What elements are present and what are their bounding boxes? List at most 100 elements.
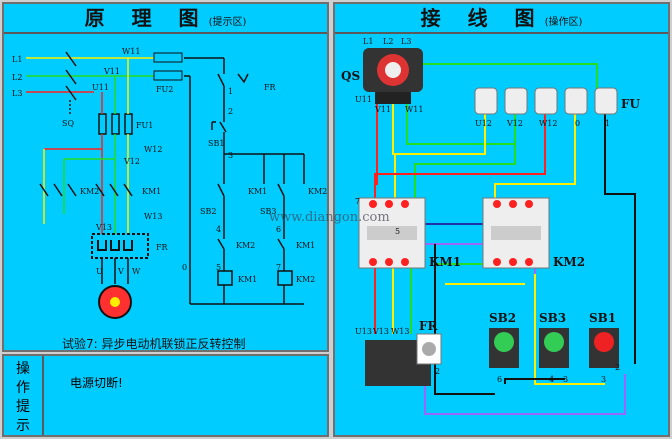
label-V11: V11: [103, 67, 120, 76]
wiring-label-0: 0: [575, 119, 580, 128]
node-7: 7: [276, 263, 281, 272]
thermal-relay-FR-device[interactable]: [365, 333, 442, 386]
control-circuit: [190, 58, 305, 305]
contactor-KM2[interactable]: [482, 197, 550, 269]
info-panel: 操 作 提 示 电源切断!: [2, 354, 329, 437]
wiring-label-KM2: KM2: [553, 255, 585, 269]
wiring-diagram: QS L1 L2 L3 U11 V11 W11 FU U12 V12 W12 0…: [341, 37, 641, 415]
wiring-panel: 接 线 图(操作区): [269, 2, 670, 437]
wiring-label-L2: L2: [383, 37, 393, 46]
label-KM2-interlock: KM2: [236, 241, 255, 250]
wiring-label-1: 1: [605, 119, 610, 128]
label-FU2: FU2: [156, 85, 173, 94]
motor-center-icon: [110, 297, 120, 307]
wiring-label-FU: FU: [621, 97, 641, 111]
wiring-label-V11: V11: [374, 105, 391, 114]
label-V12: V12: [123, 157, 140, 166]
wiring-label-W13: W13: [391, 327, 409, 336]
label-W11: W11: [122, 47, 140, 56]
fuse-FU1: [98, 113, 133, 135]
wiring-title: 接 线 图: [420, 6, 545, 30]
label-L3: L3: [12, 89, 22, 98]
button-SB3[interactable]: [539, 328, 569, 368]
wiring-label-SB1: SB1: [589, 311, 616, 325]
supply-verticals: [43, 58, 129, 234]
wiring-label-6: 6: [497, 375, 502, 384]
wiring-label-4: 4: [549, 375, 554, 384]
schematic-diagram: L1 L2 L3 W11 V11 U11 SQ FU2 FU1: [12, 47, 327, 319]
label-U11: U11: [92, 83, 109, 92]
fuse-block-FU: [474, 87, 618, 115]
schematic-title-note: (提示区): [208, 17, 247, 28]
wiring-label-U12: U12: [475, 119, 492, 128]
wiring-label-KM1: KM1: [429, 255, 461, 269]
schematic-title: 原 理 图: [84, 6, 209, 30]
label-V13: V13: [95, 223, 112, 232]
wiring-label-SB3: SB3: [539, 311, 566, 325]
label-FU1: FU1: [136, 121, 153, 130]
wiring-label-U13: U13: [355, 327, 372, 336]
label-V: V: [117, 267, 124, 276]
button-SB2[interactable]: [489, 328, 519, 368]
label-W13: W13: [144, 212, 162, 221]
wiring-label-SB2: SB2: [489, 311, 516, 325]
label-W: W: [132, 267, 141, 276]
wiring-label-L1: L1: [363, 37, 373, 46]
wiring-label-3: 3: [563, 375, 568, 384]
schematic-title-bar: 原 理 图(提示区): [4, 4, 327, 34]
thermal-relay-FR: [91, 233, 149, 259]
label-SB3: SB3: [260, 207, 276, 216]
label-U: U: [96, 267, 103, 276]
fuse-FU2-top: [153, 52, 183, 63]
wiring-label-U11: U11: [355, 95, 372, 104]
label-SB2: SB2: [200, 207, 216, 216]
wiring-label-L3: L3: [401, 37, 411, 46]
label-SQ: SQ: [62, 119, 74, 128]
node-3: 3: [228, 151, 233, 160]
wiring-label-V13: V13: [372, 327, 389, 336]
label-W12: W12: [144, 145, 162, 154]
side-char-2: 作: [16, 380, 30, 396]
side-char-1: 操: [16, 361, 30, 377]
switch-QS[interactable]: [363, 48, 423, 104]
label-KM2-power: KM2: [80, 187, 99, 196]
experiment-caption: 试验7: 异步电动机联锁正反转控制: [62, 337, 246, 351]
wiring-label-2b: 2: [615, 363, 620, 372]
label-FR-schematic: FR: [156, 243, 169, 252]
wiring-label-3b: 3: [601, 375, 606, 384]
label-KM2-control: KM2: [308, 187, 327, 196]
wiring-label-W11: W11: [405, 105, 423, 114]
motor-symbol: [101, 258, 129, 284]
label-FR-control: FR: [264, 83, 277, 92]
node-6: 6: [276, 225, 281, 234]
wiring-label-W12: W12: [539, 119, 557, 128]
label-KM1-interlock: KM1: [296, 241, 315, 250]
wiring-label-V12: V12: [506, 119, 523, 128]
label-SB1: SB1: [208, 139, 224, 148]
label-KM1-coil: KM1: [238, 275, 257, 284]
node-0: 0: [182, 263, 187, 272]
wiring-label-5: 5: [395, 227, 400, 236]
wiring-label-7: 7: [355, 197, 360, 206]
watermark: www.diangon.com: [269, 210, 390, 225]
label-L1: L1: [12, 55, 22, 64]
info-side-label: 操 作 提 示: [4, 356, 44, 435]
wiring-label-FR: FR: [419, 319, 439, 333]
label-KM1-control: KM1: [248, 187, 267, 196]
power-lines: [26, 57, 224, 304]
contactor-KM1[interactable]: [358, 197, 426, 269]
wiring-label-QS: QS: [341, 69, 360, 83]
wiring-label-2: 2: [435, 367, 440, 376]
node-5: 5: [216, 263, 221, 272]
km-contacts: [39, 183, 133, 197]
button-SB1[interactable]: [589, 328, 619, 368]
side-char-4: 示: [16, 418, 30, 434]
switch-SQ: [65, 51, 77, 114]
schematic-panel: 原 理 图(提示区) L1 L2 L3 W11 V11 U11 SQ: [2, 2, 329, 352]
fuse-FU2-bottom: [153, 70, 183, 81]
node-2: 2: [228, 107, 233, 116]
wiring-title-note: (操作区): [544, 17, 583, 28]
info-message: 电源切断!: [70, 376, 123, 390]
side-char-3: 提: [16, 399, 30, 415]
label-KM2-coil: KM2: [296, 275, 315, 284]
